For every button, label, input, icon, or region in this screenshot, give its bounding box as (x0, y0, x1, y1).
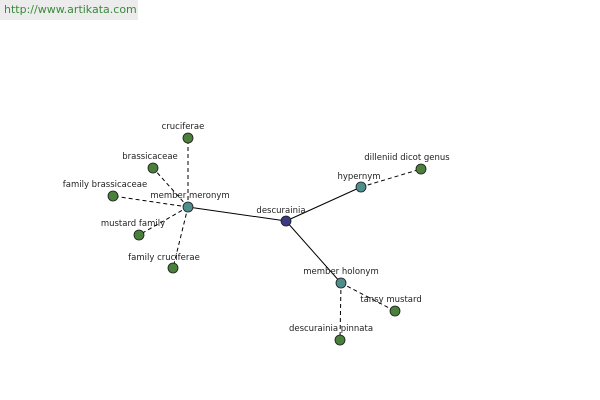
node-descurainia-pinnata[interactable]: descurainia pinnata (289, 324, 373, 346)
node-tansy-mustard[interactable]: tansy mustard (360, 295, 422, 317)
node-cruciferae[interactable]: cruciferae (162, 122, 205, 144)
node-brassicaceae[interactable]: brassicaceae (122, 152, 178, 174)
node-family-cruciferae-label: family cruciferae (128, 253, 200, 263)
node-member-meronym[interactable]: member meronym (150, 191, 230, 213)
node-hypernym-label: hypernym (337, 172, 380, 182)
node-member-holonym-label: member holonym (303, 267, 378, 277)
graph-nodes: descurainia hypernym member meronym member … (63, 122, 450, 346)
node-cruciferae-dot[interactable] (182, 132, 194, 144)
node-dilleniid-dicot-genus[interactable]: dilleniid dicot genus (364, 153, 450, 175)
node-descurainia[interactable]: descurainia (256, 206, 306, 227)
node-dilleniid-dicot-genus-dot[interactable] (415, 163, 427, 175)
node-mustard-family-dot[interactable] (133, 229, 145, 241)
watermark-link[interactable]: http://www.artikata.com (0, 0, 138, 20)
edge-descurainia-to-member-meronym (187, 206, 287, 222)
edge-member-meronym-to-brassicaceae (152, 167, 189, 208)
edge-member-holonym-to-descurainia-pinnata (339, 282, 342, 341)
node-member-holonym-dot[interactable] (335, 277, 347, 289)
node-family-brassicaceae[interactable]: family brassicaceae (63, 180, 147, 202)
node-member-meronym-dot[interactable] (182, 201, 194, 213)
node-member-meronym-label: member meronym (150, 191, 229, 201)
node-brassicaceae-label: brassicaceae (122, 152, 178, 162)
edge-member-meronym-to-mustard-family (138, 206, 189, 236)
node-hypernym[interactable]: hypernym (337, 172, 381, 193)
node-family-cruciferae[interactable]: family cruciferae (128, 253, 200, 274)
node-mustard-family[interactable]: mustard family (101, 219, 165, 241)
node-descurainia-label: descurainia (256, 206, 305, 216)
node-brassicaceae-dot[interactable] (147, 162, 159, 174)
node-descurainia-pinnata-dot[interactable] (334, 334, 346, 346)
node-family-brassicaceae-dot[interactable] (107, 190, 119, 202)
node-tansy-mustard-label: tansy mustard (360, 295, 421, 305)
graph-edges (112, 138, 422, 341)
edge-member-meronym-to-family-brassicaceae (112, 195, 189, 208)
node-family-brassicaceae-label: family brassicaceae (63, 180, 147, 190)
edge-member-meronym-to-family-cruciferae (172, 206, 189, 269)
node-tansy-mustard-dot[interactable] (389, 305, 401, 317)
node-descurainia-pinnata-label: descurainia pinnata (289, 324, 373, 334)
node-cruciferae-label: cruciferae (162, 122, 205, 132)
edge-descurainia-to-hypernym (285, 186, 362, 222)
node-member-holonym[interactable]: member holonym (303, 267, 379, 289)
node-descurainia-dot[interactable] (280, 215, 292, 227)
edge-descurainia-to-member-holonym (285, 220, 342, 284)
node-mustard-family-label: mustard family (101, 219, 165, 229)
edge-hypernym-to-dilleniid-dicot-genus (360, 168, 422, 188)
node-hypernym-dot[interactable] (355, 181, 367, 193)
node-family-cruciferae-dot[interactable] (167, 262, 179, 274)
node-dilleniid-dicot-genus-label: dilleniid dicot genus (364, 153, 450, 163)
edge-member-holonym-to-tansy-mustard (340, 282, 396, 312)
